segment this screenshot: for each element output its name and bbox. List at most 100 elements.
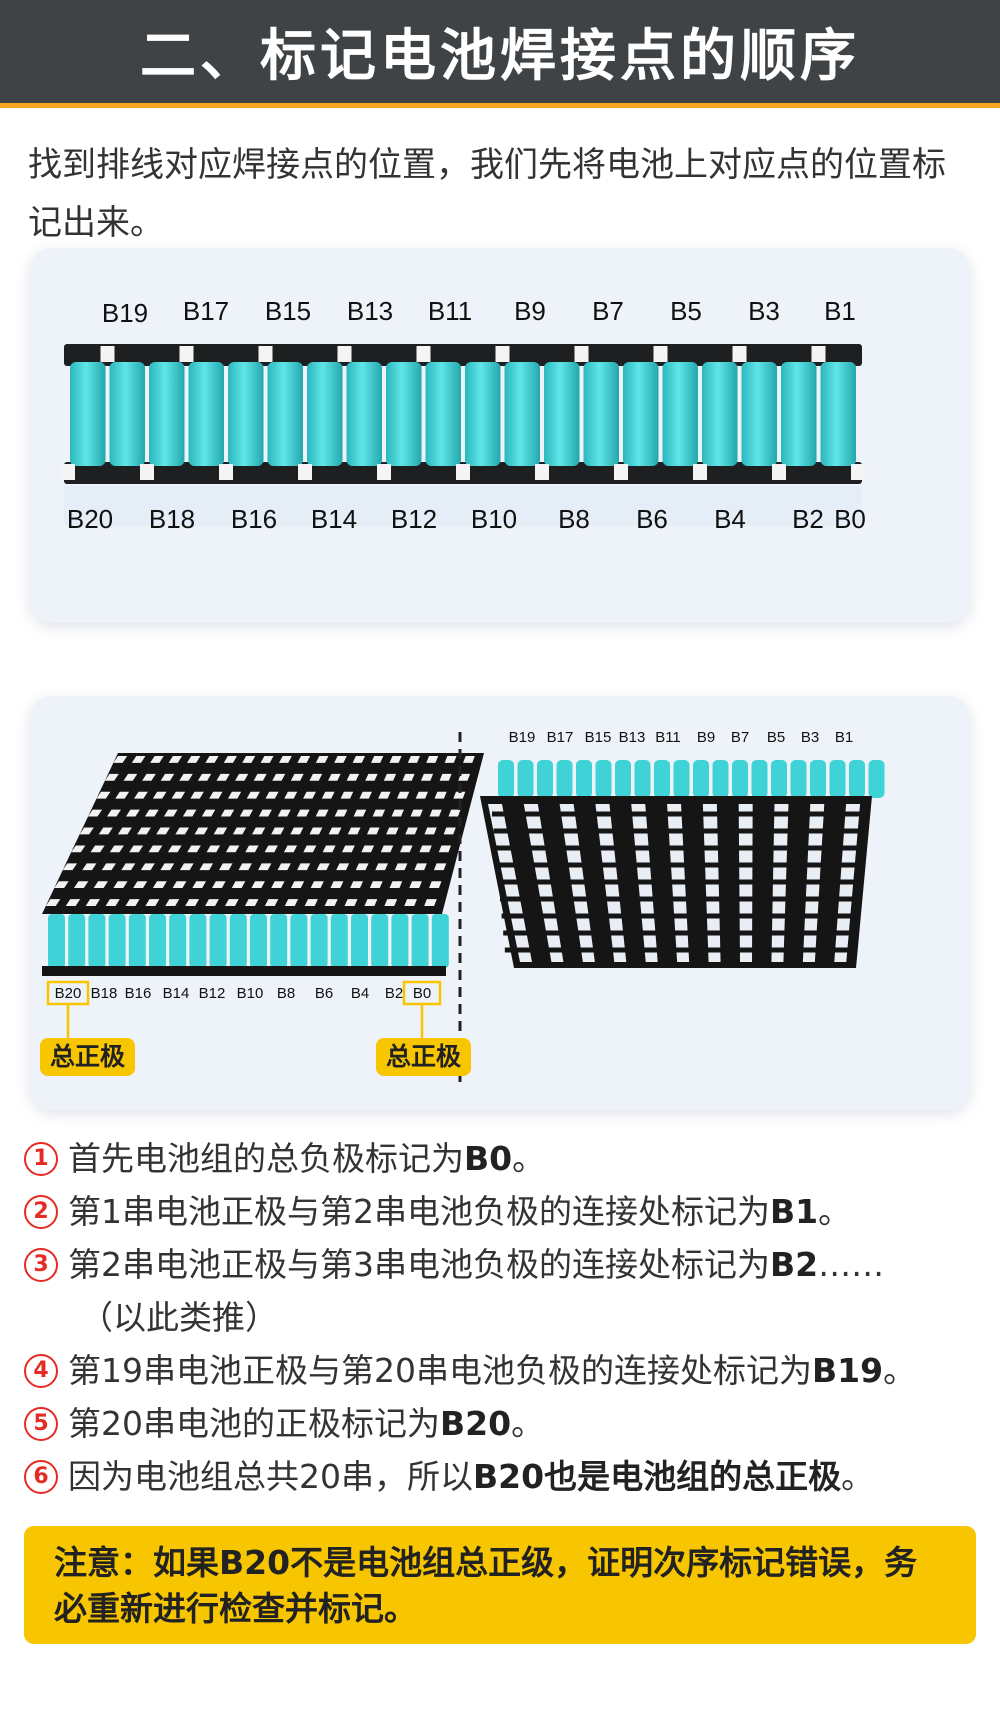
- nickel-strip: [235, 773, 249, 781]
- step-number: 6: [24, 1460, 58, 1494]
- nickel-strip: [140, 863, 155, 871]
- top-tab: [416, 346, 431, 362]
- step-text: （以此类推）: [80, 1298, 278, 1337]
- nickel-strip: [278, 756, 292, 763]
- solder-label: B1: [835, 729, 853, 746]
- step-item: 6 因为电池组总共20串，所以B20也是电池组的总正极。: [24, 1450, 984, 1503]
- nickel-strip: [167, 845, 182, 853]
- nickel-strip: [330, 881, 344, 889]
- nickel-strip: [304, 899, 318, 906]
- top-tab: [811, 346, 826, 362]
- step-item: 2 第1串电池正极与第2串电池负极的连接处标记为B1。: [24, 1185, 984, 1238]
- battery-cell: [732, 760, 748, 798]
- top-solder-label: B11: [428, 296, 472, 326]
- nickel-strip: [365, 773, 378, 781]
- nickel-strip: [310, 881, 324, 889]
- battery-cell: [267, 362, 303, 466]
- top-tab: [179, 346, 194, 362]
- nickel-strip: [334, 756, 347, 763]
- steps-list: 1 首先电池组的总负极标记为B0。 2 第1串电池正极与第2串电池负极的连接处标…: [24, 1132, 984, 1503]
- nickel-strip: [251, 881, 265, 889]
- step-text: 首先电池组的总负极标记为: [68, 1139, 464, 1178]
- top-solder-label: B5: [670, 296, 702, 326]
- nickel-strip: [160, 863, 175, 871]
- bottom-solder-label: B16: [231, 504, 277, 534]
- battery-cell: [188, 362, 224, 466]
- top-solder-label: B1: [824, 296, 856, 326]
- solder-label: B2: [385, 985, 403, 1002]
- nickel-strip: [264, 899, 279, 906]
- battery-cell: [307, 362, 343, 466]
- step-number: 3: [24, 1248, 58, 1282]
- bottom-tab: [219, 464, 233, 480]
- nickel-strip: [419, 845, 432, 853]
- top-solder-label: B3: [748, 296, 780, 326]
- nickel-strip: [322, 845, 336, 853]
- battery-cell: [771, 760, 787, 798]
- nickel-strip: [352, 756, 366, 763]
- solder-label: B14: [163, 985, 190, 1002]
- bottom-solder-label: B6: [636, 504, 668, 534]
- nickel-strip: [315, 756, 329, 763]
- nickel-strip: [71, 845, 86, 853]
- solder-label: B0: [413, 985, 431, 1002]
- battery-cell: [465, 362, 501, 466]
- nickel-strip: [73, 881, 89, 889]
- nickel-strip: [283, 845, 298, 853]
- step-bold: B1: [770, 1192, 819, 1231]
- nickel-strip: [271, 881, 285, 889]
- solder-label: B18: [91, 985, 118, 1002]
- nickel-strip: [131, 756, 146, 763]
- step-bold: B20也是电池组的总正极: [473, 1457, 842, 1496]
- step-tail: 。: [841, 1457, 875, 1496]
- nickel-strip: [168, 756, 183, 763]
- bottom-solder-label: B8: [558, 504, 590, 534]
- nickel-strip: [186, 756, 201, 763]
- battery-cell: [346, 362, 382, 466]
- nickel-strip: [290, 881, 305, 889]
- nickel-strip: [101, 863, 116, 871]
- nickel-strip: [152, 881, 167, 889]
- solder-label: B4: [351, 985, 369, 1002]
- battery-cell: [583, 362, 619, 466]
- nickel-strip: [389, 881, 403, 889]
- nickel-strip: [297, 863, 311, 871]
- nickel-strip: [199, 863, 214, 871]
- nickel-strip: [359, 791, 372, 799]
- nickel-strip: [380, 845, 394, 853]
- step-text: 第20串电池的正极标记为: [68, 1404, 440, 1443]
- top-tab: [574, 346, 589, 362]
- step-bold: B0: [464, 1139, 513, 1178]
- solder-label: B7: [731, 729, 749, 746]
- nickel-strip: [265, 791, 279, 799]
- nickel-strip: [420, 773, 434, 781]
- battery-cell: [702, 362, 738, 466]
- nickel-strip: [384, 899, 398, 906]
- nickel-strip: [145, 899, 160, 906]
- battery-cell: [615, 760, 631, 798]
- nickel-strip: [324, 899, 338, 906]
- nickel-strip: [366, 827, 380, 835]
- nickel-strip: [206, 845, 221, 853]
- nickel-strip: [113, 756, 128, 763]
- nickel-strip: [93, 881, 108, 889]
- solder-label: B19: [509, 729, 536, 746]
- battery-cell: [517, 760, 534, 798]
- battery-cell: [149, 914, 166, 968]
- nickel-strip: [277, 809, 291, 817]
- nickel-strip: [271, 827, 285, 835]
- left-pack: [42, 753, 484, 976]
- top-tab: [732, 346, 747, 362]
- reflection: [64, 486, 862, 526]
- battery-cell: [48, 914, 65, 968]
- battery-cell: [712, 760, 729, 798]
- bottom-solder-label: B10: [471, 504, 517, 534]
- nickel-strip: [284, 899, 299, 906]
- battery-cell: [310, 914, 328, 968]
- nickel-strip: [197, 773, 212, 781]
- battery-cell: [108, 914, 126, 968]
- battery-cell: [498, 760, 514, 798]
- pack-bottom: [42, 966, 446, 976]
- nickel-strip: [96, 791, 111, 799]
